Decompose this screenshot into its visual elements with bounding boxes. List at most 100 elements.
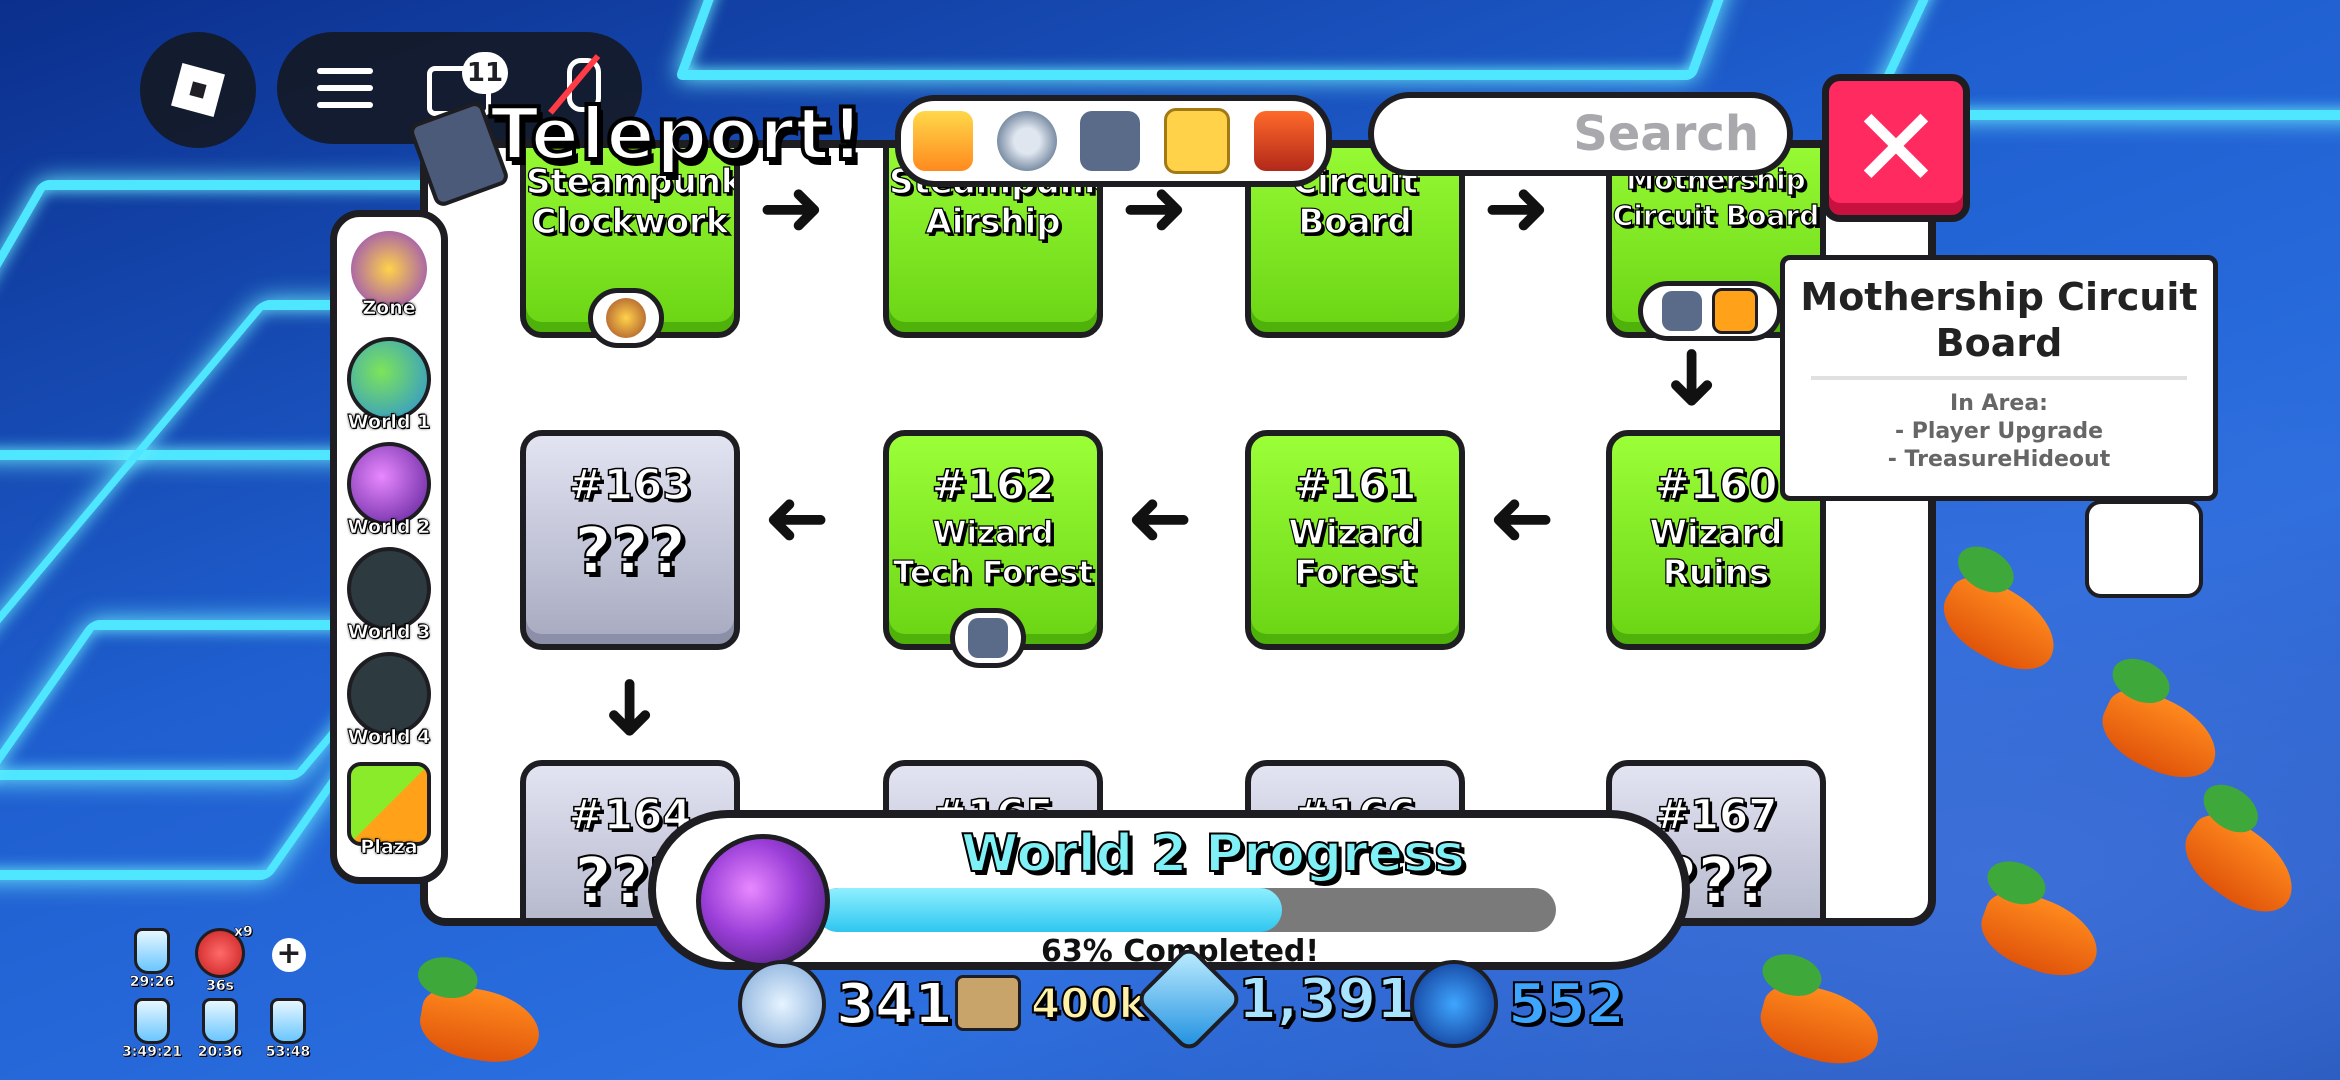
potion-timer[interactable]: 3:49:21 — [122, 998, 182, 1060]
potion-icon — [270, 998, 306, 1044]
sidebar-item-label: World 2 — [347, 516, 431, 539]
sidebar-item-label: Zone — [362, 297, 416, 320]
zone-number: #161 — [1293, 459, 1417, 510]
zone-number: #160 — [1654, 459, 1778, 510]
apple-count: x9 — [234, 924, 253, 940]
potion-time: 36s — [206, 978, 234, 994]
sidebar-item-label: Plaza — [360, 836, 418, 859]
sidebar-item-world-3[interactable]: World 3 — [341, 547, 437, 643]
coins-stack-icon — [955, 975, 1021, 1031]
zone-icon — [351, 231, 427, 307]
lock-icon — [347, 547, 431, 631]
hamburger-menu-icon[interactable] — [317, 68, 373, 119]
currency-diamonds: 341 — [738, 960, 954, 1048]
arrow-down-icon: ➜ — [585, 674, 679, 742]
potion-timer[interactable]: 53:48 — [258, 998, 318, 1060]
carrot-pet — [1971, 881, 2109, 989]
world-sidebar: Zone World 1 World 2 World 3 World 4 Pla… — [330, 210, 448, 884]
currency-value: 400k — [1030, 978, 1148, 1029]
settings-gear-icon[interactable] — [996, 111, 1057, 171]
apple-boost-timer[interactable]: 36s x9 — [190, 924, 253, 994]
pet-inventory-icon[interactable] — [2085, 500, 2203, 598]
notebook-icon[interactable] — [1164, 108, 1231, 174]
arrow-left-icon: ➜ — [1488, 471, 1556, 564]
close-button[interactable]: ✕ — [1822, 74, 1970, 222]
roblox-logo-icon — [171, 63, 225, 117]
bat-pet-icon — [606, 298, 646, 338]
potion-timer[interactable]: 20:36 — [190, 998, 250, 1060]
gift-icon[interactable] — [912, 111, 973, 171]
potion-icon — [1662, 291, 1702, 331]
tech-coin-icon — [1410, 960, 1498, 1048]
upgrade-arrow-icon — [1712, 288, 1758, 334]
tooltip-divider — [1811, 376, 2187, 380]
tooltip-item: - Player Upgrade — [1894, 419, 2104, 444]
plaza-arrows-icon — [347, 762, 431, 846]
potion-icon — [134, 928, 170, 974]
sidebar-item-world-2[interactable]: World 2 — [341, 442, 437, 538]
progress-bar-fill — [816, 888, 1283, 932]
currency-value: 1,391 — [1237, 966, 1416, 1033]
potion-time: 53:48 — [265, 1044, 311, 1060]
zone-number: #164 — [568, 789, 692, 840]
sidebar-item-plaza[interactable]: Plaza — [341, 762, 437, 858]
lock-icon — [347, 652, 431, 736]
chat-count-badge: 11 — [462, 52, 508, 94]
sidebar-item-zone[interactable]: Zone — [341, 231, 437, 319]
zone-reward-badge — [950, 608, 1026, 668]
arrow-down-icon: ➜ — [1647, 344, 1741, 412]
carrot-pet — [1930, 564, 2070, 686]
carrot-pet — [2170, 801, 2310, 929]
add-boost-button[interactable]: + — [272, 938, 306, 972]
potion-time: 20:36 — [197, 1044, 243, 1060]
zone-reward-badge — [588, 288, 664, 348]
zone-reward-badge — [1638, 281, 1782, 341]
currency-value: 341 — [835, 971, 954, 1038]
diamond-gem-icon — [738, 960, 826, 1048]
zone-name-hidden: ??? — [573, 514, 686, 590]
sidebar-item-label: World 1 — [347, 411, 431, 434]
currency-tech-coins: 552 — [1410, 960, 1626, 1048]
zone-number: 15 — [1251, 148, 1459, 154]
potion-timer[interactable]: 29:26 — [122, 928, 182, 990]
zone-tooltip: Mothership Circuit Board In Area: - Play… — [1780, 255, 2218, 501]
arrow-left-icon: ➜ — [1126, 471, 1194, 564]
tooltip-in-area: In Area: — [1950, 391, 2048, 416]
currency-value: 552 — [1507, 971, 1626, 1038]
arrow-left-icon: ➜ — [763, 471, 831, 564]
world-progress-panel: World 2 Progress 63% Completed! — [648, 810, 1690, 970]
quick-toolbar — [895, 95, 1332, 187]
sidebar-item-world-1[interactable]: World 1 — [341, 337, 437, 433]
zone-tile-163-locked[interactable]: #163 ??? — [520, 430, 740, 650]
zone-number: #162 — [931, 459, 1055, 510]
sidebar-item-world-4[interactable]: World 4 — [341, 652, 437, 748]
carrot-pet — [2090, 677, 2230, 793]
potion-icon — [968, 618, 1008, 658]
search-placeholder: Search — [1573, 106, 1759, 162]
chest-icon[interactable] — [1254, 111, 1315, 171]
progress-title: World 2 Progress — [960, 823, 1466, 885]
currency-crystals: 1,391 — [1133, 943, 1416, 1055]
carrot-pet — [414, 980, 546, 1070]
neon-path — [674, 0, 1746, 80]
potion-icon[interactable] — [1080, 111, 1141, 171]
potion-icon — [134, 998, 170, 1044]
potion-icon — [202, 998, 238, 1044]
roblox-menu-button[interactable] — [140, 32, 256, 148]
search-input[interactable]: Search — [1368, 92, 1793, 176]
zone-number: #163 — [568, 459, 692, 510]
blue-crystal-icon — [1133, 943, 1245, 1055]
arrow-right-icon: ➜ — [1483, 161, 1551, 254]
progress-bar — [816, 888, 1556, 932]
zone-number: #167 — [1654, 789, 1778, 840]
world-2-icon — [347, 442, 431, 526]
potion-time: 3:49:21 — [122, 1044, 182, 1060]
